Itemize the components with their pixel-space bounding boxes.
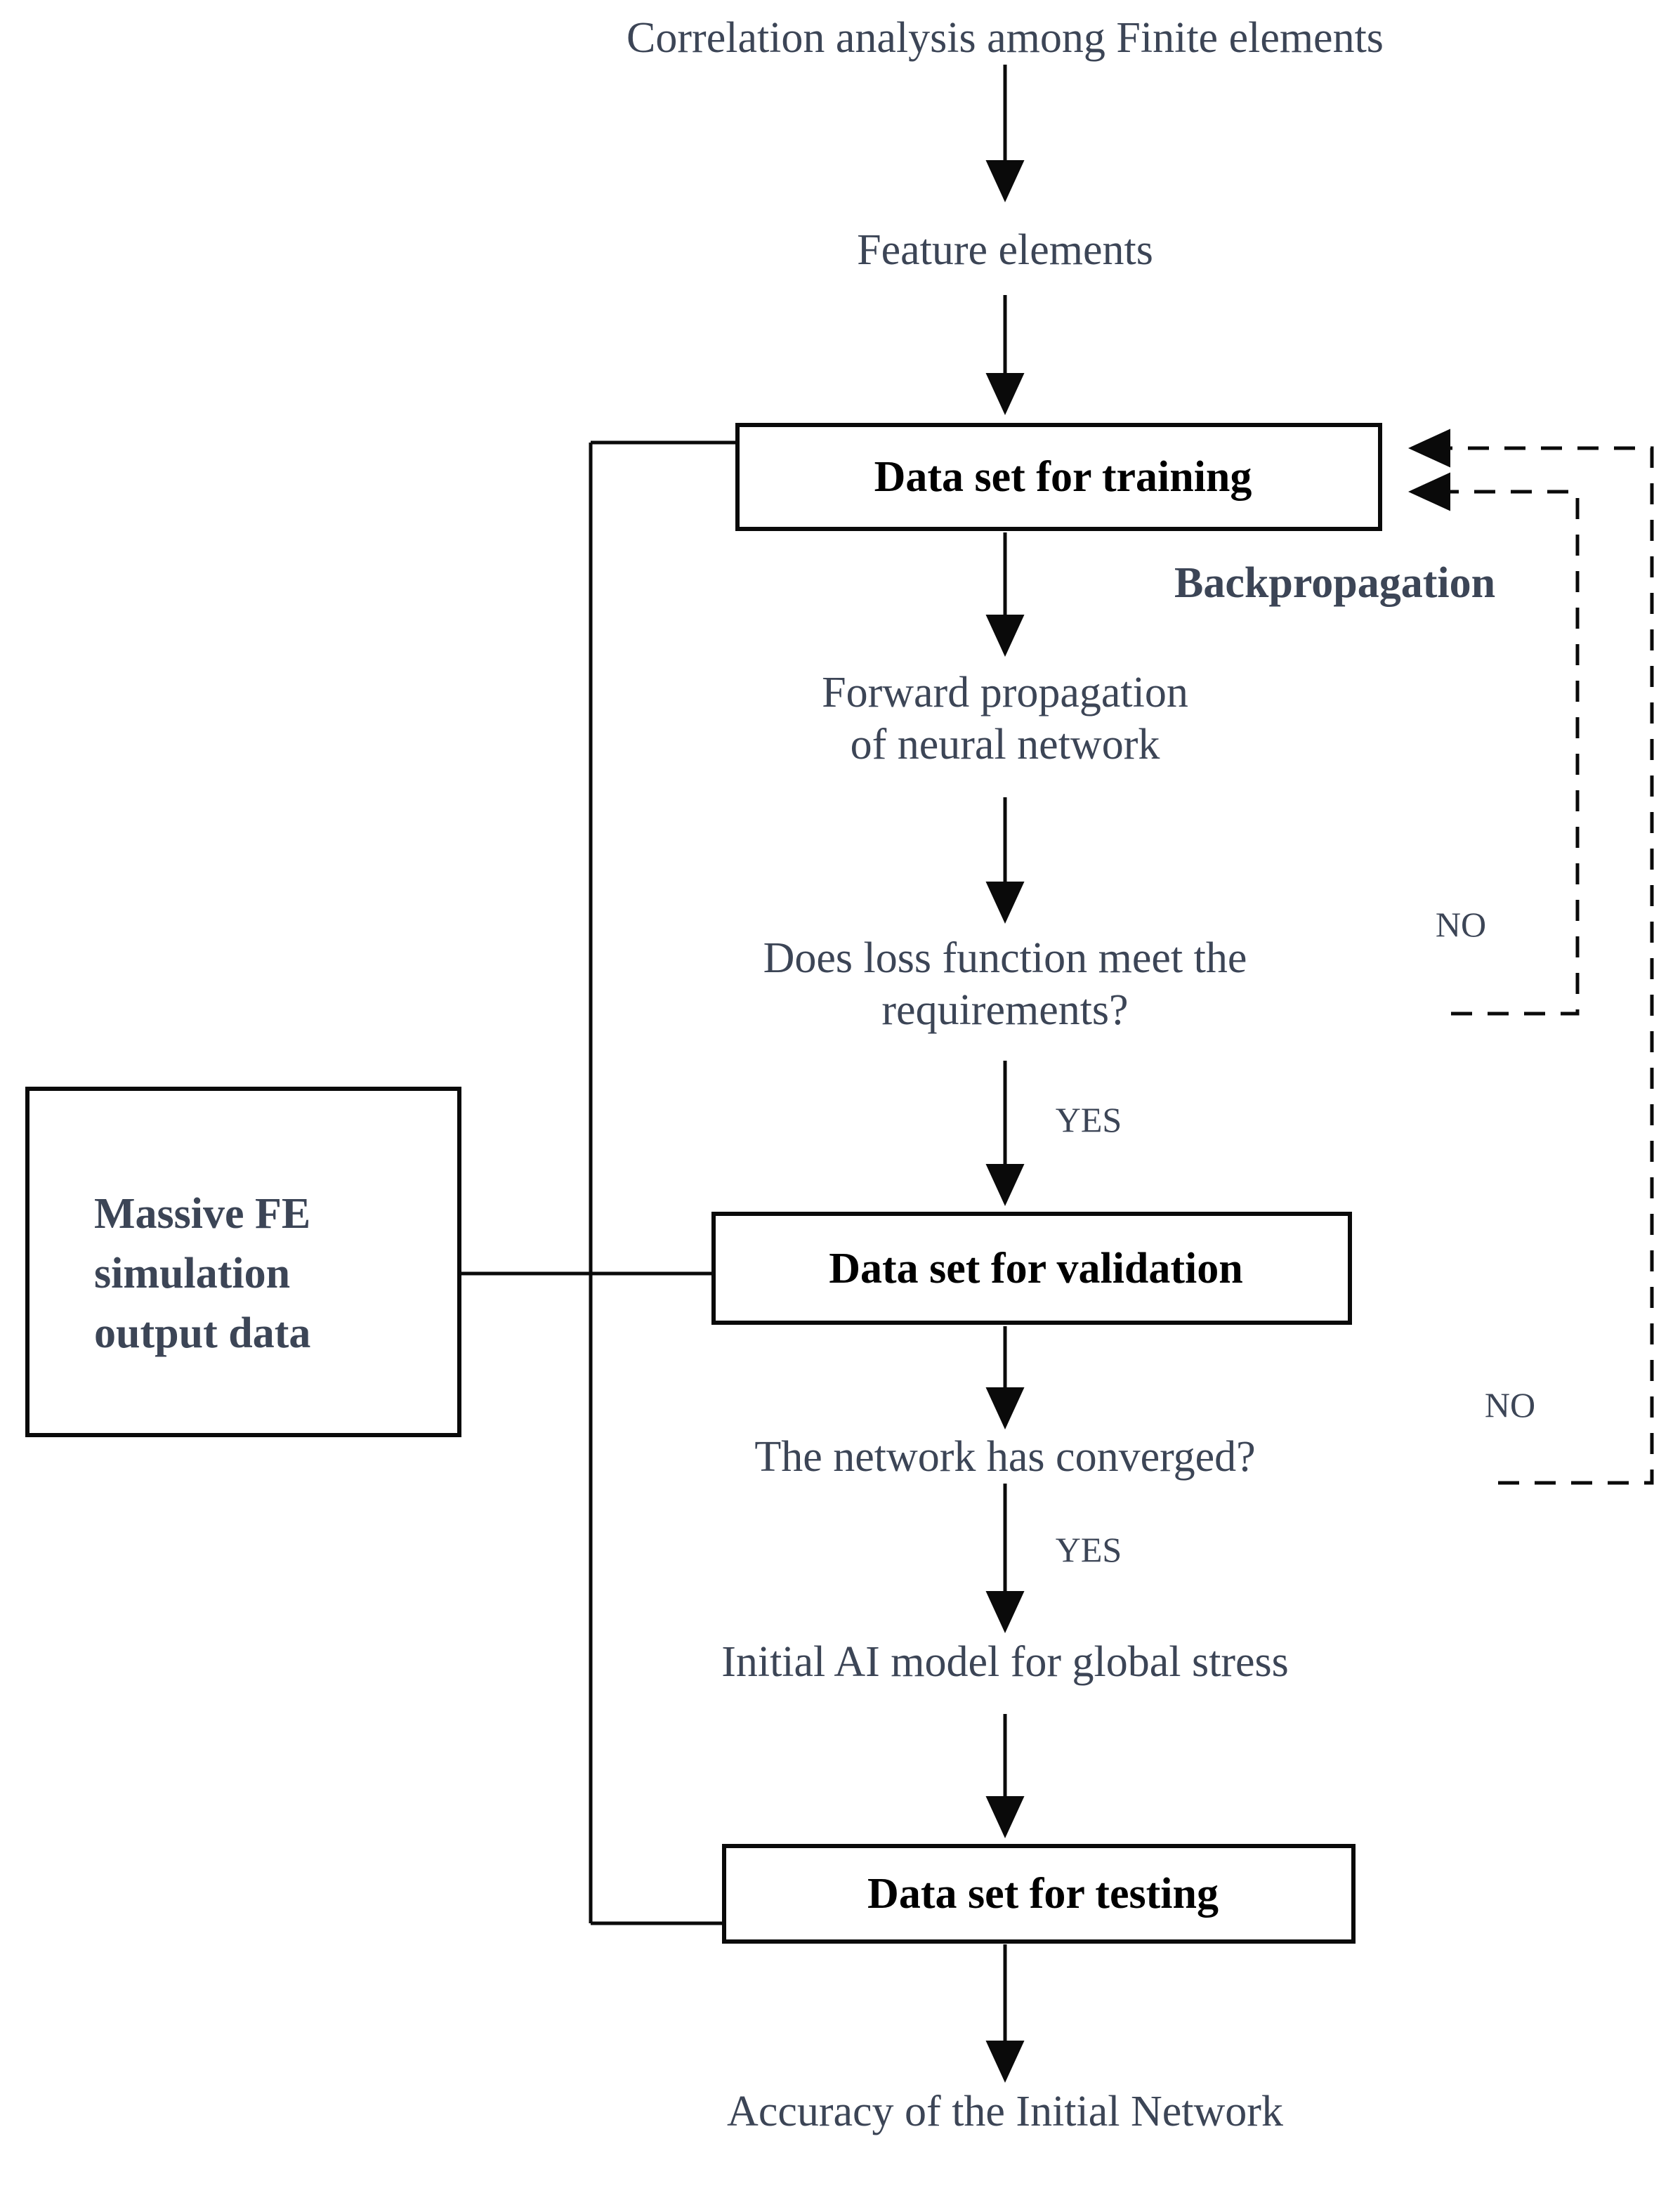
massive-fe-line-2: simulation	[94, 1250, 291, 1297]
label-yes-converged: YES	[1055, 1530, 1122, 1569]
testing-box-label: Data set for testing	[867, 1870, 1219, 1918]
node-correlation-analysis: Correlation analysis among Finite elemen…	[626, 14, 1384, 62]
label-backpropagation: Backpropagation	[1174, 559, 1496, 607]
training-box-label: Data set for training	[874, 453, 1252, 501]
label-yes-loss: YES	[1055, 1100, 1122, 1139]
node-massive-fe-simulation-output-data[interactable]: Massive FE simulation output data	[25, 1087, 461, 1437]
node-initial-ai-model: Initial AI model for global stress	[721, 1638, 1289, 1686]
node-forward-propagation-line-1: Forward propagation	[822, 669, 1188, 716]
node-loss-question-line-1: Does loss function meet the	[763, 934, 1247, 982]
node-network-converged-question: The network has converged?	[754, 1433, 1256, 1481]
node-loss-question-line-2: requirements?	[881, 986, 1129, 1034]
node-feature-elements: Feature elements	[857, 226, 1153, 274]
node-accuracy-initial-network: Accuracy of the Initial Network	[727, 2088, 1283, 2135]
node-forward-propagation-line-2: of neural network	[850, 721, 1160, 768]
massive-fe-line-3: output data	[94, 1309, 311, 1357]
validation-box-label: Data set for validation	[829, 1245, 1243, 1292]
massive-fe-line-1: Massive FE	[94, 1190, 311, 1238]
node-data-set-for-validation[interactable]: Data set for validation	[711, 1212, 1352, 1325]
massive-fe-label-group: Massive FE simulation output data	[94, 1189, 459, 1357]
label-no-loss: NO	[1435, 905, 1487, 944]
node-data-set-for-training[interactable]: Data set for training	[735, 423, 1382, 531]
label-no-converged: NO	[1484, 1385, 1536, 1425]
node-data-set-for-testing[interactable]: Data set for testing	[722, 1844, 1356, 1944]
